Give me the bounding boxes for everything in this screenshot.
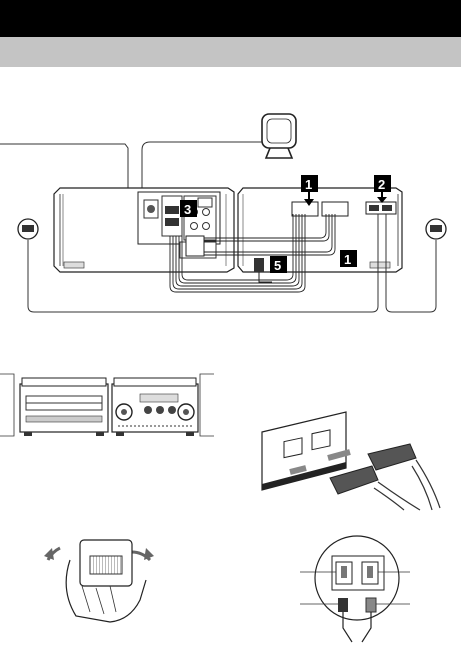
units-front-view (0, 374, 214, 436)
left-unit-rear (54, 188, 234, 272)
svg-text:1: 1 (344, 252, 351, 267)
callout-1-bottom: 1 (340, 250, 357, 267)
loop-antenna-icon (262, 114, 296, 158)
hand-icon (44, 540, 154, 622)
callout-3: 3 (180, 200, 197, 217)
svg-text:3: 3 (184, 202, 191, 217)
terminal-detail-circle (300, 536, 410, 642)
svg-text:1: 1 (305, 177, 312, 192)
svg-text:5: 5 (274, 258, 281, 273)
svg-text:2: 2 (378, 177, 385, 192)
callout-5: 5 (270, 256, 287, 273)
cable-plug (186, 236, 204, 256)
